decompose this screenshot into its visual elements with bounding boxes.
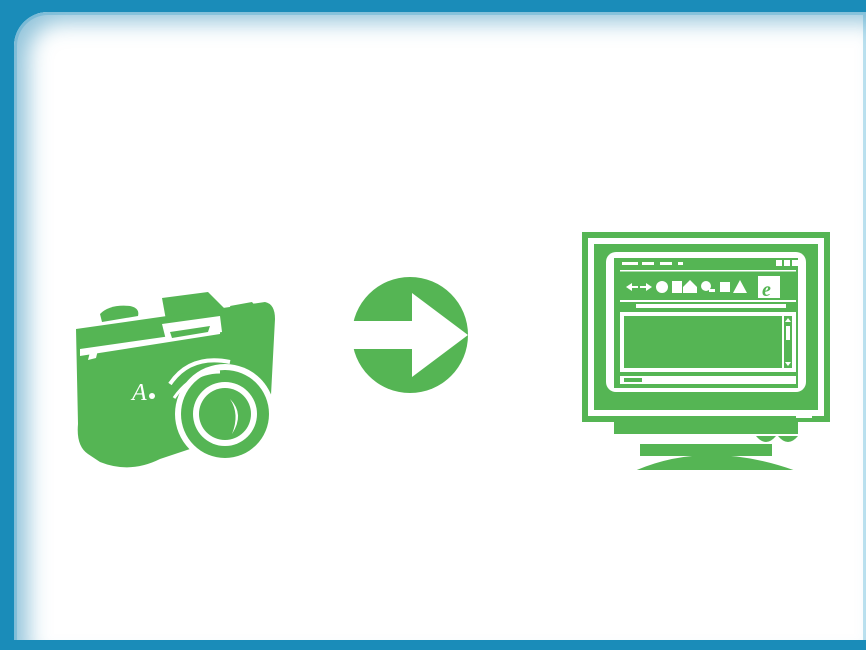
arrow-right-icon	[352, 277, 468, 393]
content-panel: A	[14, 12, 866, 650]
svg-text:e: e	[762, 279, 771, 301]
svg-text:A: A	[130, 380, 147, 406]
computer-monitor-icon: e	[580, 230, 832, 470]
camera-icon: A	[70, 274, 280, 479]
